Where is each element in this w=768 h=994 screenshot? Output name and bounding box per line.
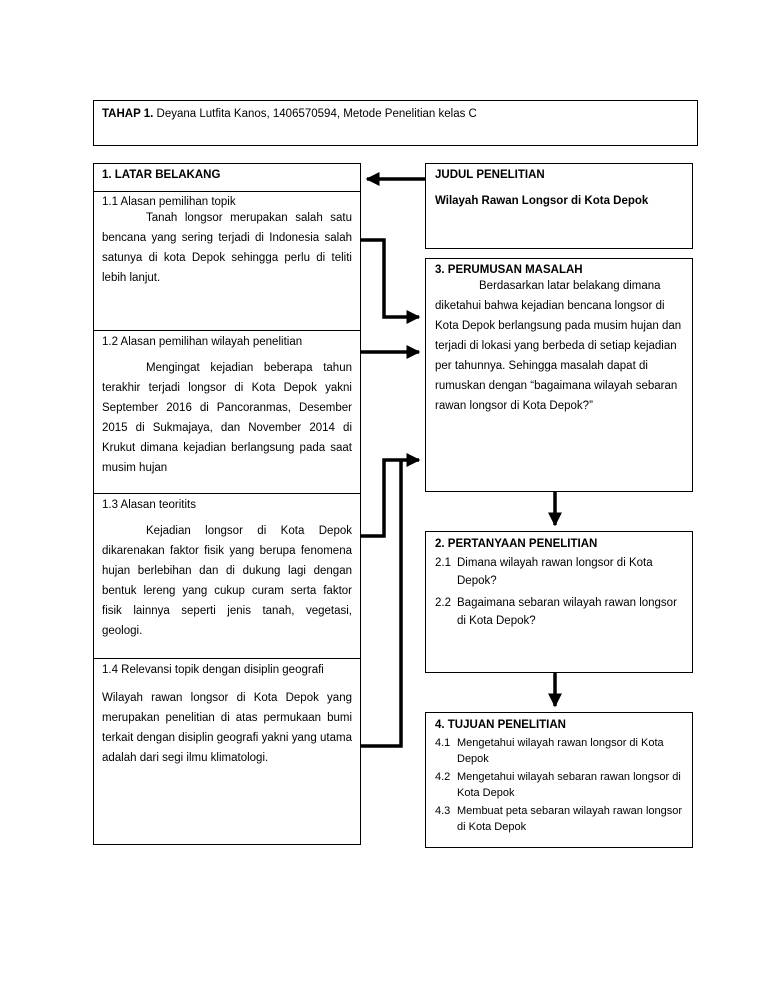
list-item: 4.3 Membuat peta sebaran wilayah rawan lo… (435, 803, 683, 835)
list-item: 2.2 Bagaimana sebaran wilayah rawan longs… (435, 594, 683, 630)
perumusan-body: Berdasarkan latar belakang dimana diketa… (435, 280, 682, 412)
section-1-2-title: 1.2 Alasan pemilihan wilayah penelitian (102, 336, 303, 348)
judul-penelitian-box: JUDUL PENELITIAN Wilayah Rawan Longsor d… (425, 163, 693, 249)
perumusan-masalah-box: 3. PERUMUSAN MASALAH Berdasarkan latar b… (425, 258, 693, 492)
list-item: 4.2 Mengetahui wilayah sebaran rawan long… (435, 769, 683, 801)
section-1-4-body: Wilayah rawan longsor di Kota Depok yang… (102, 692, 352, 764)
latar-belakang-box: 1. LATAR BELAKANG 1.1 Alasan pemilihan t… (93, 163, 361, 845)
section-1-2: 1.2 Alasan pemilihan wilayah penelitian … (94, 330, 360, 493)
latar-belakang-title: 1. LATAR BELAKANG (102, 169, 221, 181)
tujuan-title: 4. TUJUAN PENELITIAN (435, 719, 566, 731)
pertanyaan-list: 2.1 Dimana wilayah rawan longsor di Kota … (435, 554, 683, 630)
arrow-1-3-to-perumusan (361, 453, 421, 538)
item-text: Bagaimana sebaran wilayah rawan longsor … (457, 597, 677, 627)
header-stage: TAHAP 1. (102, 108, 154, 120)
pertanyaan-title: 2. PERTANYAAN PENELITIAN (435, 538, 598, 550)
section-1-1-body: Tanah longsor merupakan salah satu benca… (102, 212, 352, 284)
section-1-4: 1.4 Relevansi topik dengan disiplin geog… (94, 658, 360, 844)
item-text: Membuat peta sebaran wilayah rawan longs… (457, 805, 683, 833)
section-1-3-title: 1.3 Alasan teoritits (102, 499, 196, 511)
list-item: 2.1 Dimana wilayah rawan longsor di Kota … (435, 554, 683, 590)
perumusan-title: 3. PERUMUSAN MASALAH (435, 264, 583, 276)
item-number: 4.2 (435, 771, 451, 783)
arrow-1-4-to-perumusan (361, 460, 403, 748)
item-number: 4.3 (435, 805, 451, 817)
header-box: TAHAP 1. Deyana Lutfita Kanos, 140657059… (93, 100, 698, 146)
item-number: 2.1 (435, 557, 451, 569)
item-text: Mengetahui wilayah sebaran rawan longsor… (457, 771, 681, 799)
arrow-1-1-to-perumusan (361, 238, 421, 324)
item-text: Mengetahui wilayah rawan longsor di Kota… (457, 737, 664, 765)
section-1-1-title: 1.1 Alasan pemilihan topik (102, 196, 236, 208)
header-text: Deyana Lutfita Kanos, 1406570594, Metode… (153, 108, 477, 120)
item-number: 2.2 (435, 597, 451, 609)
list-item: 4.1 Mengetahui wilayah rawan longsor di K… (435, 735, 683, 767)
item-number: 4.1 (435, 737, 451, 749)
section-1-3-body: Kejadian longsor di Kota Depok dikarenak… (102, 525, 352, 637)
judul-title: JUDUL PENELITIAN (435, 169, 545, 181)
section-1-2-body: Mengingat kejadian beberapa tahun terakh… (102, 362, 352, 474)
judul-text: Wilayah Rawan Longsor di Kota Depok (435, 195, 649, 207)
section-1-3: 1.3 Alasan teoritits Kejadian longsor di… (94, 493, 360, 658)
tujuan-list: 4.1 Mengetahui wilayah rawan longsor di K… (435, 735, 683, 835)
item-text: Dimana wilayah rawan longsor di Kota Dep… (457, 557, 653, 587)
section-1-1: 1.1 Alasan pemilihan topik Tanah longsor… (94, 191, 360, 330)
section-1-4-title: 1.4 Relevansi topik dengan disiplin geog… (102, 664, 324, 676)
pertanyaan-penelitian-box: 2. PERTANYAAN PENELITIAN 2.1 Dimana wilay… (425, 531, 693, 673)
latar-belakang-title-section: 1. LATAR BELAKANG (94, 164, 360, 191)
